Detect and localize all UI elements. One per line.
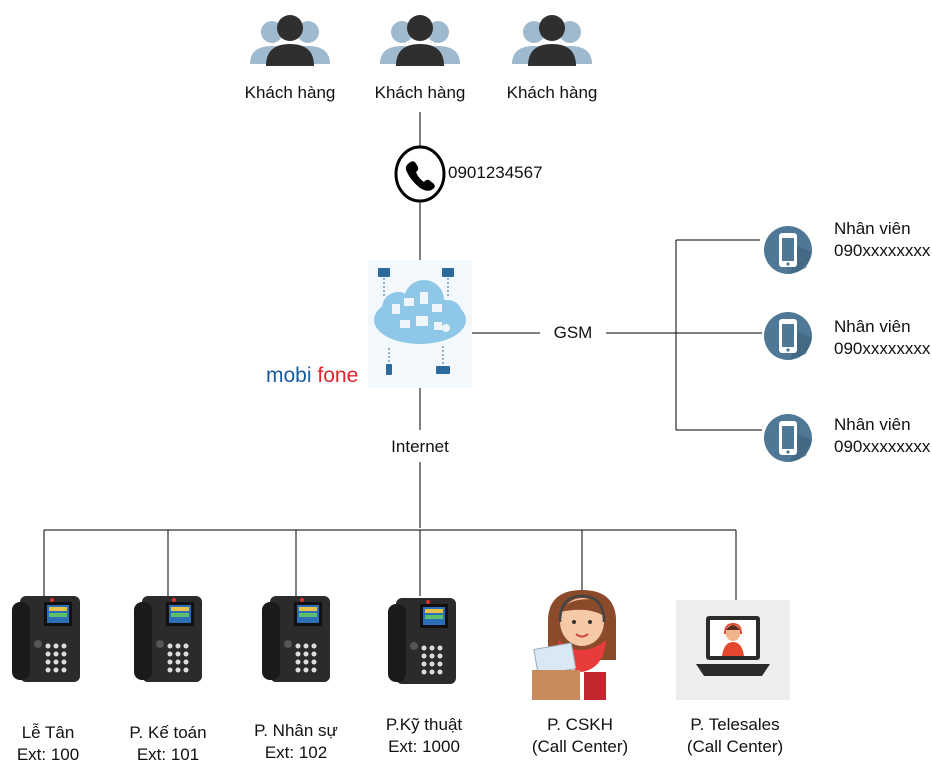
customer-group-icon [250,15,330,66]
department-name: Lễ Tân [21,723,75,742]
telesales-laptop-icon [676,600,790,700]
desk-phone-icon [134,596,202,682]
customer-group-icon [512,15,592,66]
department-label: P. Telesales (Call Center) [660,714,810,758]
department-name: P. Telesales [690,715,780,734]
connection-lines [43,112,762,600]
desk-phone-icon [262,596,330,682]
mobifone-logo-text: mobi [266,364,312,387]
department-detail: Ext: 100 [16,745,80,764]
customer-label: Khách hàng [506,83,598,102]
mobile-staff-label: Nhân viên 090xxxxxxxx [834,218,930,262]
internet-label: Internet [391,437,449,456]
mobile-phone-icon [764,226,812,274]
department-name: P.Kỹ thuật [385,715,463,734]
department-label: P. Kế toán Ext: 101 [104,722,232,766]
desk-phone-icon [388,598,456,684]
mobile-staff-number: 090xxxxxxxx [834,241,931,260]
mobile-phone-icon [764,414,812,462]
customer-label: Khách hàng [244,83,336,102]
mobifone-logo: mobi fone [266,364,358,388]
mobifone-logo-accent: fone [317,364,359,387]
mobile-staff-title: Nhân viên [834,219,911,238]
mobile-staff-title: Nhân viên [834,415,911,434]
department-label: P. Nhân sự Ext: 102 [232,720,360,764]
call-center-agent-icon [532,590,616,700]
mobile-staff-title: Nhân viên [834,317,911,336]
department-label: P.Kỹ thuật Ext: 1000 [360,714,488,758]
department-detail: (Call Center) [686,737,784,756]
department-label: Lễ Tân Ext: 100 [0,722,96,766]
desk-phone-icon [12,596,80,682]
hotline-phone-icon [394,145,446,203]
customer-label: Khách hàng [374,83,466,102]
department-detail: (Call Center) [531,737,629,756]
mobile-phone-icon [764,312,812,360]
department-detail: Ext: 102 [264,743,328,762]
department-name: P. Nhân sự [254,721,338,740]
cloud-pbx-icon [368,260,472,388]
department-name: P. Kế toán [129,723,207,742]
department-label: P. CSKH (Call Center) [510,714,650,758]
department-name: P. CSKH [547,715,613,734]
mobile-staff-label: Nhân viên 090xxxxxxxx [834,316,930,360]
mobile-staff-number: 090xxxxxxxx [834,437,931,456]
department-detail: Ext: 101 [136,745,200,764]
gsm-label: GSM [553,323,593,342]
hotline-number: 0901234567 [448,163,543,182]
mobile-staff-number: 090xxxxxxxx [834,339,931,358]
customer-group-icon [380,15,460,66]
mobile-staff-label: Nhân viên 090xxxxxxxx [834,414,930,458]
department-detail: Ext: 1000 [388,737,460,756]
